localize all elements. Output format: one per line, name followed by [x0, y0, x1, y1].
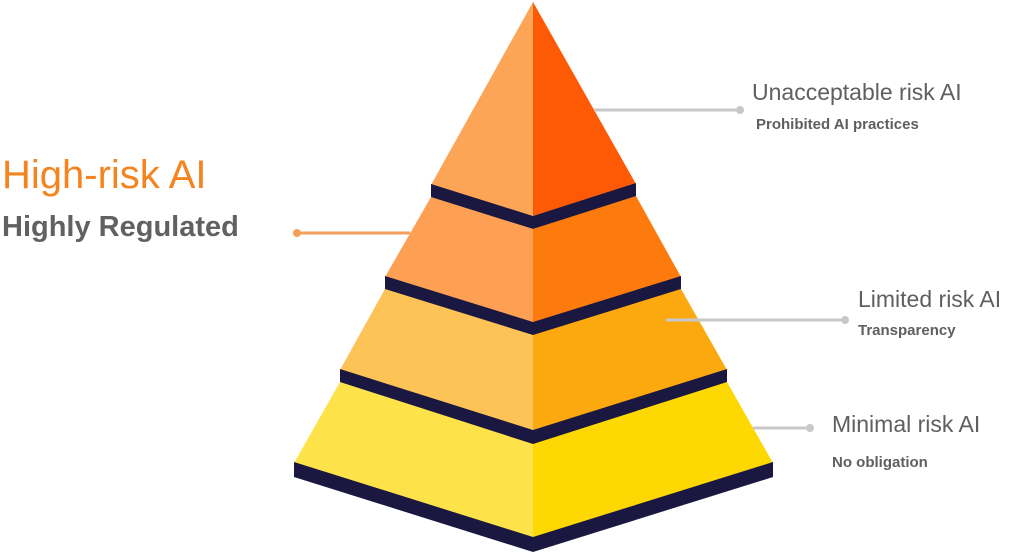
callout-high-risk-connector [293, 229, 410, 237]
callout-limited-connector [666, 316, 849, 324]
tier-divider-band [385, 276, 681, 336]
tier-high-risk-left-face [385, 197, 533, 323]
tier-limited-left-face [340, 289, 533, 431]
minimal-risk-subtitle: No obligation [832, 454, 928, 471]
high-risk-subtitle: Highly Regulated [2, 211, 239, 243]
unacceptable-risk-title: Unacceptable risk AI [752, 79, 962, 105]
tier-limited-right-face [533, 289, 727, 431]
minimal-risk-title: Minimal risk AI [832, 411, 981, 437]
limited-risk-subtitle: Transparency [858, 322, 956, 339]
tier-minimal-left-face [294, 382, 533, 538]
tier-limited [340, 289, 727, 431]
tier-unacceptable-right-face [533, 2, 636, 216]
pyramid-base-band [294, 462, 773, 552]
tier-minimal [294, 382, 773, 538]
tier-high-risk [385, 196, 681, 323]
tier-high-risk-right-face [533, 196, 681, 323]
callout-minimal-connector [753, 424, 814, 432]
callout-unacceptable-connector [594, 106, 744, 114]
tier-divider-band [431, 183, 636, 229]
tier-unacceptable [431, 2, 636, 216]
limited-risk-title: Limited risk AI [858, 286, 1002, 312]
high-risk-title: High-risk AI [2, 153, 207, 197]
tier-minimal-right-face [533, 382, 773, 538]
tier-unacceptable-left-face [431, 2, 533, 216]
unacceptable-risk-subtitle: Prohibited AI practices [756, 116, 919, 133]
